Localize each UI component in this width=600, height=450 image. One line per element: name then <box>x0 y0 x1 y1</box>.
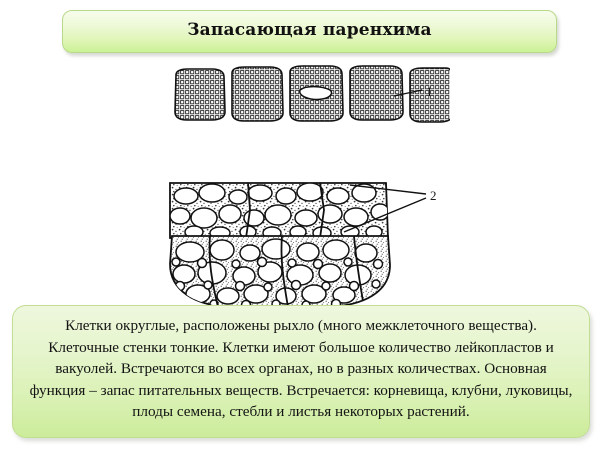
callout-label-2: 2 <box>430 188 437 203</box>
callout-leader-1 <box>393 89 423 97</box>
diagram-svg: 1 2 <box>169 65 450 308</box>
epidermis-cell-with-pore <box>289 65 344 122</box>
epidermis-cell-row <box>174 65 450 123</box>
callout-leader-2 <box>343 184 427 233</box>
page-title: Запасающая паренхима <box>187 20 432 40</box>
epidermis-cell <box>349 65 404 121</box>
storage-parenchyma-lower-mass <box>169 235 391 308</box>
stoma-pore <box>299 85 333 101</box>
epidermis-cell <box>409 67 450 123</box>
epidermis-cell <box>174 68 226 121</box>
description-text: Клетки округлые, расположены рыхло (мног… <box>29 317 573 420</box>
parenchyma-diagram: 1 2 <box>150 60 450 308</box>
description-box: Клетки округлые, расположены рыхло (мног… <box>12 305 590 438</box>
callout-label-1: 1 <box>426 84 433 99</box>
title-box: Запасающая паренхима <box>62 10 557 53</box>
storage-parenchyma-upper-band <box>169 182 389 239</box>
epidermis-cell <box>231 66 284 122</box>
